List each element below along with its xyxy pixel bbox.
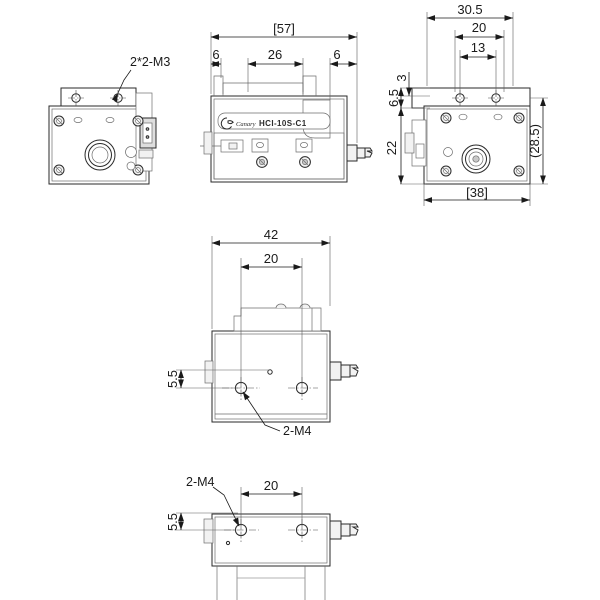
plan-left-tab — [204, 360, 214, 384]
plan-m4-callout-label: 2-M4 — [283, 424, 312, 438]
tab-left-hole — [256, 142, 264, 148]
bottom-body-outline — [211, 513, 331, 567]
connector-pin-1 — [145, 127, 150, 131]
nozzle-shaft — [356, 147, 366, 159]
plan-nozzle-base — [329, 361, 342, 381]
bottom-nozzle-shaft — [340, 523, 351, 537]
side-screw-bottom-left — [440, 165, 452, 177]
bottom-m4-callout-label: 2-M4 — [186, 475, 215, 489]
m3-callout-label: 2*2-M3 — [130, 55, 170, 69]
dimtext-plan-width: 42 — [264, 227, 278, 242]
view-plan — [204, 303, 359, 423]
bottom-left-tab — [203, 518, 214, 544]
corner-screw-top-left — [53, 115, 65, 127]
side-screw-top-right — [513, 112, 525, 124]
brand-logo-icon — [220, 117, 234, 130]
switch-button — [228, 142, 238, 150]
bottom-body-inner — [214, 516, 328, 564]
dimtext-bottom-edge-to-hole: 5.5 — [165, 513, 180, 531]
plan-body-inner — [214, 333, 328, 420]
side-screw-bottom-right — [513, 165, 525, 177]
view-bottom — [203, 513, 359, 600]
dimtext-top-overall-width: 30.5 — [457, 2, 482, 17]
front-screw-left — [256, 156, 268, 168]
dims-plan: 42 20 5.5 2-M4 — [165, 227, 331, 438]
bottom-nozzle-barb — [349, 523, 359, 536]
dimtext-right-offset: 6 — [333, 47, 340, 62]
barb-nozzle-bottom — [329, 520, 359, 540]
side-small-boss — [443, 147, 453, 157]
plan-nozzle-barb — [349, 364, 359, 377]
dimtext-hole-span-inner: 13 — [471, 40, 485, 55]
dimtext-flange-thickness: 3 — [394, 74, 409, 81]
face-hole-right — [105, 117, 115, 123]
dimtext-plan-hole-span: 20 — [264, 251, 278, 266]
plan-small-hole — [267, 369, 273, 375]
corner-screw-bottom-left — [53, 164, 65, 176]
face-hole-left — [73, 117, 83, 123]
corner-screw-top-right — [132, 115, 144, 127]
dimtext-overall-height-ref: (28.5) — [527, 124, 542, 158]
brand-logo-text: Canary — [236, 121, 256, 128]
plan-screw-head-left — [275, 303, 287, 309]
bottom-nozzle-base — [329, 520, 342, 540]
side-top-flange — [411, 87, 531, 109]
connector-base — [138, 149, 154, 159]
dimtext-overall-length: [57] — [273, 21, 295, 36]
side-face-hole-right — [493, 113, 503, 121]
dimtext-body-height: 22 — [384, 141, 399, 155]
view-front-elevation: Canary HCI-10S-C1 — [200, 75, 373, 183]
product-label-text: HCI-10S-C1 — [259, 119, 307, 128]
left-end-cap — [203, 131, 213, 155]
side-face-hole-left — [458, 113, 468, 121]
barb-nozzle-plan — [329, 361, 359, 381]
dimtext-bottom-hole-span: 20 — [264, 478, 278, 493]
side-center-port-core — [472, 155, 480, 163]
side-boss-upper — [125, 146, 137, 158]
side-boss-lower — [126, 161, 136, 171]
dims-bottom: 20 5.5 2-M4 — [165, 475, 303, 531]
front-screw-right — [299, 156, 311, 168]
connector-shell — [142, 122, 153, 144]
plan-screw-head-right — [299, 303, 311, 309]
dimtext-hole-span-outer: 20 — [472, 20, 486, 35]
bottom-m4-callout-leader — [212, 486, 240, 527]
m3-callout-leader — [111, 69, 132, 102]
dimtext-left-offset: 6 — [212, 47, 219, 62]
side-screw-top-left — [440, 112, 452, 124]
connector-pin-2 — [145, 135, 150, 139]
view-left-rear: 2*2-M3 — [48, 55, 170, 185]
plan-m4-callout-leader — [242, 391, 281, 432]
dimtext-plan-edge-to-hole: 5.5 — [165, 370, 180, 388]
dims-right-side: 30.5 20 13 3 6.5 22 (28.5) [38] — [384, 2, 548, 206]
bottom-small-hole — [225, 540, 231, 546]
plan-body-outline — [211, 330, 331, 423]
dimtext-flange-height: 6.5 — [386, 89, 401, 107]
barb-nozzle-front — [346, 144, 373, 162]
product-nameplate — [217, 112, 331, 130]
corner-screw-bottom-right — [132, 164, 144, 176]
dimtext-overall-width: [38] — [466, 185, 488, 200]
center-port-inner — [91, 146, 109, 164]
main-body — [48, 105, 150, 185]
dimtext-center-span: 26 — [268, 47, 282, 62]
dims-front-elevation: [57] 6 26 6 — [210, 21, 358, 143]
lower-mechanism-region — [213, 132, 345, 180]
tab-right-hole — [300, 142, 308, 148]
side-body-inner — [426, 108, 528, 182]
side-left-inner-cap — [415, 143, 425, 159]
plan-top-block — [233, 307, 322, 332]
plan-nozzle-shaft — [340, 364, 351, 378]
nozzle-base — [346, 144, 358, 162]
side-left-cap — [404, 132, 415, 154]
nozzle-barb — [364, 147, 373, 158]
view-right-side — [404, 87, 531, 185]
